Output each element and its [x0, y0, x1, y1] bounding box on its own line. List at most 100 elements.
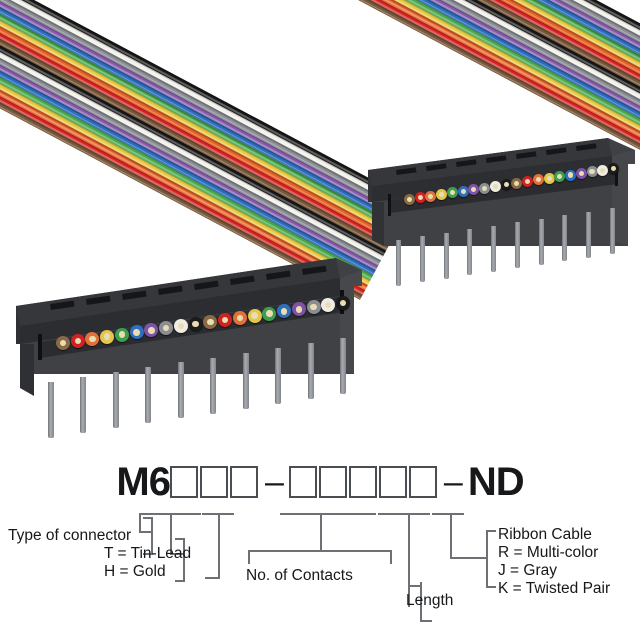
contact-2	[70, 333, 85, 348]
pn-suffix: ND	[467, 460, 525, 504]
contact-14	[247, 308, 262, 323]
contact-core	[449, 190, 455, 196]
contact-8	[479, 182, 491, 194]
pn-box-group2-2[interactable]	[318, 466, 347, 498]
contact-10	[188, 317, 203, 332]
leader-bar-contacts	[280, 513, 376, 515]
contact-core	[492, 183, 498, 189]
contact-core	[406, 196, 413, 203]
pin-2	[419, 236, 425, 283]
leader-hbracket-contacts	[248, 550, 392, 552]
leader-bracket-plating	[183, 538, 185, 582]
contact-5	[446, 187, 458, 199]
connector-upper	[360, 128, 640, 286]
leader-drop-ribbon	[450, 513, 452, 559]
contact-core	[251, 312, 258, 319]
contact-9	[173, 319, 188, 334]
pin-10	[610, 208, 615, 254]
contact-core	[568, 172, 574, 178]
label-ribbon-gray: J = Gray	[498, 562, 558, 579]
pn-group1-boxes	[169, 466, 260, 498]
contact-3	[425, 190, 437, 202]
contact-17	[291, 302, 306, 317]
pn-box-group2-4[interactable]	[378, 466, 407, 498]
contact-core	[59, 339, 67, 347]
contact-core	[266, 310, 273, 317]
pn-separator-2: –	[443, 463, 463, 501]
contact-15	[554, 171, 566, 183]
pin-5	[491, 225, 497, 272]
pn-box-group2-3[interactable]	[348, 466, 377, 498]
leader-drop-contacts	[320, 513, 322, 552]
leader-elbow-box2	[170, 553, 184, 555]
contact-core	[148, 327, 155, 334]
label-ribbon-multicolor: R = Multi-color	[498, 544, 599, 561]
contact-15	[262, 306, 277, 321]
pin-5	[177, 362, 184, 419]
leader-drop-box2	[170, 513, 172, 555]
label-plating-tin-lead: T = Tin-Lead	[104, 545, 192, 562]
contact-core	[103, 333, 111, 340]
leader-elbow-box3	[205, 577, 219, 579]
leader-elbow-box1	[139, 531, 151, 533]
contact-core	[339, 299, 347, 307]
leader-bar-ribbon	[432, 513, 464, 515]
contact-core	[280, 308, 288, 315]
contact-core	[177, 322, 185, 330]
contact-core	[89, 335, 96, 342]
contact-7	[468, 184, 480, 196]
pin-4	[145, 367, 152, 424]
pn-box-group1-1[interactable]	[169, 466, 198, 498]
contact-14	[543, 172, 555, 184]
contact-19	[597, 164, 609, 176]
pin-7	[242, 352, 249, 409]
contact-8	[159, 321, 174, 336]
label-length: Length	[406, 592, 454, 609]
contact-core	[417, 195, 423, 201]
contact-4	[436, 189, 448, 201]
contact-core	[236, 314, 244, 321]
contact-core	[221, 316, 229, 324]
leader-elbow-ribbon	[450, 557, 488, 559]
contact-18	[586, 166, 598, 178]
contact-core	[546, 175, 552, 181]
contact-core	[600, 167, 606, 173]
label-type-of-connector: Type of connector	[8, 527, 132, 544]
contact-core	[133, 329, 140, 336]
leader-hbracket-contacts-left	[248, 550, 250, 564]
contact-core	[535, 177, 541, 183]
pin-6	[210, 357, 217, 414]
contact-6	[129, 325, 144, 340]
pin-1	[48, 382, 54, 438]
contact-11	[511, 177, 523, 189]
leader-bracket-type-top	[143, 517, 152, 519]
pn-box-group2-5[interactable]	[408, 466, 437, 498]
contact-core	[525, 179, 531, 185]
pin-3	[112, 372, 119, 429]
pn-box-group2-1[interactable]	[288, 466, 317, 498]
contact-core	[439, 192, 445, 198]
leader-bracket-type	[151, 517, 153, 555]
contact-5	[114, 327, 129, 342]
leader-drop-box1	[139, 513, 141, 533]
contact-1	[404, 194, 415, 205]
leader-bar-length	[378, 513, 430, 515]
contact-20	[608, 163, 619, 174]
label-ribbon-cable-title: Ribbon Cable	[498, 526, 592, 543]
pin-8	[275, 347, 282, 404]
pn-box-group1-3[interactable]	[229, 466, 258, 498]
pin-9	[586, 211, 592, 258]
contact-core	[207, 318, 214, 326]
leader-bracket-ribbon	[486, 530, 488, 588]
contact-10	[500, 179, 512, 191]
pn-prefix: M6	[116, 460, 171, 504]
contact-core	[460, 188, 466, 194]
contact-core	[74, 337, 81, 345]
pn-box-group1-2[interactable]	[199, 466, 228, 498]
leader-drop-length	[408, 513, 410, 607]
part-number-row: M6 – – ND	[0, 462, 640, 502]
label-plating-gold: H = Gold	[104, 563, 166, 580]
contact-core	[310, 303, 317, 311]
part-number-diagram: M6 – – ND	[0, 440, 640, 640]
